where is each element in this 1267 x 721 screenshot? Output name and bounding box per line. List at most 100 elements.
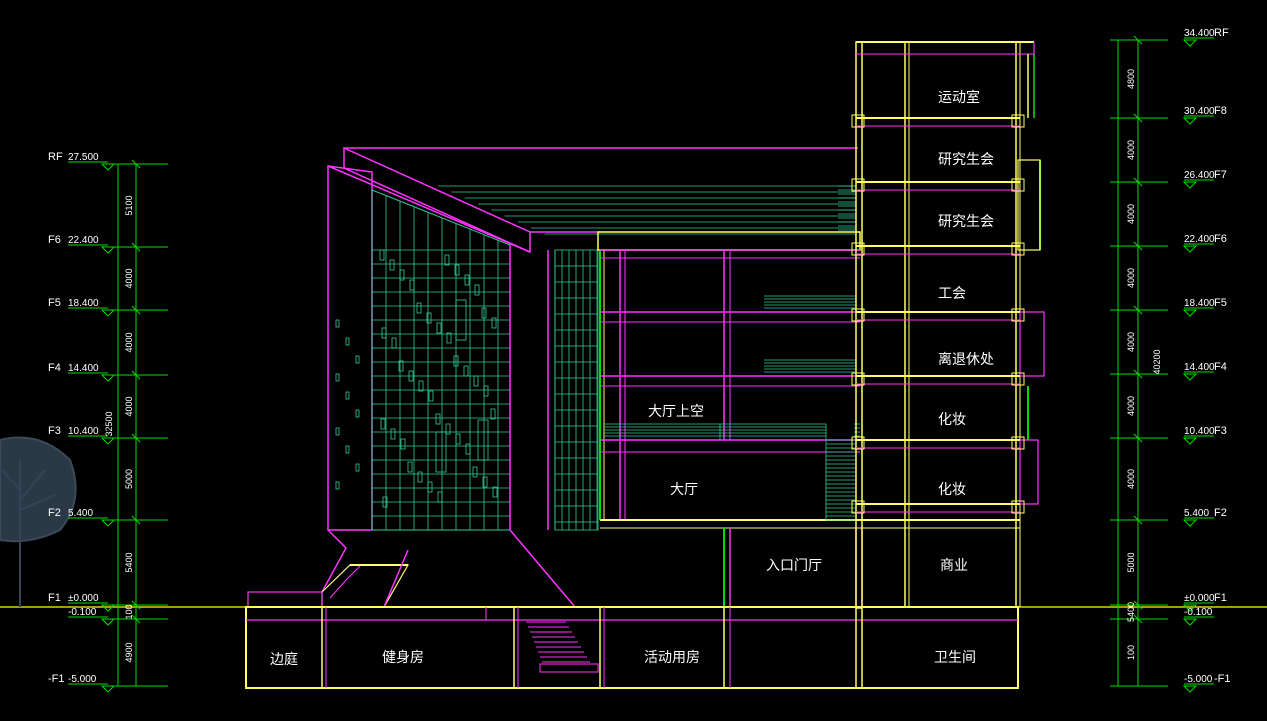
level-name: F2: [48, 507, 61, 519]
level-elevation: 10.400: [1184, 426, 1215, 437]
level-elevation: 5.400: [68, 508, 93, 519]
dimension-value: 5000: [124, 469, 134, 489]
level-name: F7: [1214, 169, 1227, 181]
level-name: F3: [1214, 425, 1227, 437]
room-label-hall-void: 大厅上空: [648, 404, 704, 420]
dimension-value: 4800: [1126, 69, 1136, 89]
level-elevation: ±0.000: [1184, 593, 1215, 604]
room-label-exercise: 运动室: [938, 89, 980, 106]
level-elevation: -5.000: [1184, 674, 1213, 685]
room-labels: 运动室 研究生会 研究生会 工会 离退休处 化妆 化妆 商业 卫生间 大厅上空 …: [270, 89, 994, 668]
dimension-value: 4000: [1126, 332, 1136, 352]
level-elevation: -0.100: [68, 607, 97, 618]
tower: [851, 41, 1045, 609]
dimension-value: 5100: [124, 195, 134, 215]
level-marker: RF 27.500: [48, 151, 168, 171]
dimension-value: 4000: [124, 332, 134, 352]
level-marker: F1 ±0.000: [48, 592, 168, 612]
level-elevation: 22.400: [1184, 234, 1215, 245]
room-label-retirement-office: 离退休处: [938, 351, 994, 368]
sloped-roof: [327, 146, 858, 254]
level-elevation: 22.400: [68, 235, 99, 246]
total-dimension: 40200: [1152, 349, 1162, 374]
level-elevation: ±0.000: [68, 593, 99, 604]
dimension-value: 4000: [1126, 268, 1136, 288]
room-label-grad-union-f6: 研究生会: [938, 214, 994, 230]
room-label-side-court: 边庭: [270, 651, 298, 668]
level-marker: F2 5.400: [48, 507, 168, 527]
level-marker: -0.100: [68, 607, 168, 626]
level-name: F4: [1214, 361, 1227, 373]
dimension-value: 5400: [1126, 602, 1136, 622]
level-elevation: 26.400: [1184, 170, 1215, 181]
basement: [245, 606, 1019, 689]
level-elevation: 27.500: [68, 152, 99, 163]
level-elevation: 14.400: [68, 363, 99, 374]
level-name: -F1: [1214, 673, 1231, 685]
level-elevation: 10.400: [68, 426, 99, 437]
total-dimension: 32500: [104, 411, 114, 436]
level-elevation: 34.400: [1184, 28, 1215, 39]
level-name: F8: [1214, 105, 1227, 117]
atrium-curtain-wall: [327, 165, 556, 531]
level-name: F6: [1214, 233, 1227, 245]
glass-strip: [554, 249, 599, 531]
room-label-gym: 健身房: [382, 650, 424, 666]
room-label-restroom: 卫生间: [934, 650, 976, 666]
level-marker: F4 14.400: [48, 362, 168, 382]
dimension-value: 4900: [124, 642, 134, 662]
dimension-value: 100: [124, 604, 134, 619]
level-name: F1: [1214, 592, 1227, 604]
main-frame: [597, 231, 1020, 529]
dimension-value: 4000: [1126, 469, 1136, 489]
room-label-dressing-f3: 化妆: [938, 412, 966, 428]
dimension-value: 5400: [124, 552, 134, 572]
level-name: F4: [48, 362, 61, 374]
level-name: F3: [48, 425, 61, 437]
level-name: F1: [48, 592, 61, 604]
room-label-activity-room: 活动用房: [644, 650, 700, 666]
level-elevation: -0.100: [1184, 607, 1213, 618]
level-marker: -F1-5.000: [48, 673, 168, 693]
dimension-value: 4000: [1126, 204, 1136, 224]
level-elevation: 18.400: [1184, 298, 1215, 309]
level-name: F2: [1214, 507, 1227, 519]
room-label-dressing-f2: 化妆: [938, 482, 966, 498]
level-name: -F1: [48, 673, 65, 685]
level-marker: F6 22.400: [48, 234, 168, 254]
level-name: F5: [48, 297, 61, 309]
level-elevation: 30.400: [1184, 106, 1215, 117]
dimension-value: 4000: [1126, 140, 1136, 160]
level-name: F6: [48, 234, 61, 246]
level-elevation: 14.400: [1184, 362, 1215, 373]
dimension-value: 4000: [124, 396, 134, 416]
room-label-hall: 大厅: [670, 482, 698, 498]
dimension-value: 5000: [1126, 552, 1136, 572]
level-name: RF: [1214, 27, 1229, 39]
dimension-value: 4000: [124, 268, 134, 288]
level-marker: F3 10.400: [48, 425, 168, 445]
dimension-value: 100: [1126, 645, 1136, 660]
dimension-value: 4000: [1126, 396, 1136, 416]
room-label-grad-union-f7: 研究生会: [938, 152, 994, 168]
level-marker: -0.100: [1110, 607, 1214, 626]
level-name: RF: [48, 151, 63, 163]
tree-silhouette: [0, 436, 77, 607]
room-label-labor-union: 工会: [938, 286, 966, 302]
level-marker: -5.000-F1: [1110, 673, 1231, 693]
level-name: F5: [1214, 297, 1227, 309]
room-label-entrance-lobby: 入口门厅: [766, 558, 822, 574]
level-elevation: -5.000: [68, 674, 97, 685]
